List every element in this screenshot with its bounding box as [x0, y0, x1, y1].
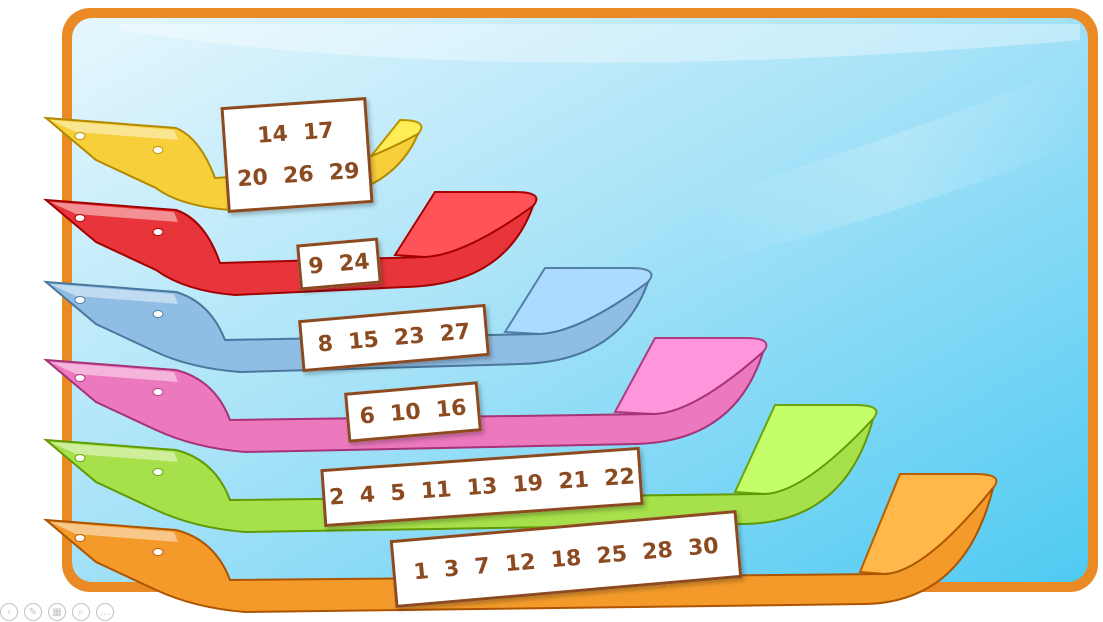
sled-hole-icon — [75, 133, 85, 140]
number-card-red: 9 24 — [296, 238, 382, 291]
sled-hole-icon — [153, 147, 163, 154]
sled-hole-icon — [153, 389, 163, 396]
sled-hole-icon — [153, 469, 163, 476]
pen-icon[interactable]: ✎ — [24, 603, 42, 621]
number-line: 8 15 23 27 — [317, 319, 472, 357]
number-line: 2 4 5 11 13 19 21 22 — [328, 464, 635, 510]
more-icon[interactable]: … — [96, 603, 114, 621]
sled-hole-icon — [153, 229, 163, 236]
number-line: 1 3 7 12 18 25 28 30 — [412, 533, 719, 585]
sled-hole-icon — [75, 215, 85, 222]
number-line: 20 26 29 — [236, 151, 361, 201]
sled-hole-icon — [153, 549, 163, 556]
zoom-icon[interactable]: ⌕ — [72, 603, 90, 621]
sled-hole-icon — [75, 455, 85, 462]
sled-hole-icon — [75, 375, 85, 382]
sled-hole-icon — [153, 311, 163, 318]
number-line: 14 17 — [256, 110, 335, 157]
number-line: 9 24 — [307, 249, 370, 279]
sled-hole-icon — [75, 297, 85, 304]
number-line: 6 10 16 — [359, 395, 468, 429]
prev-icon[interactable]: ‹ — [0, 603, 18, 621]
sled-hole-icon — [75, 535, 85, 542]
grid-icon[interactable]: ▦ — [48, 603, 66, 621]
slideshow-toolbar: ‹ ✎ ▦ ⌕ … — [0, 602, 114, 622]
